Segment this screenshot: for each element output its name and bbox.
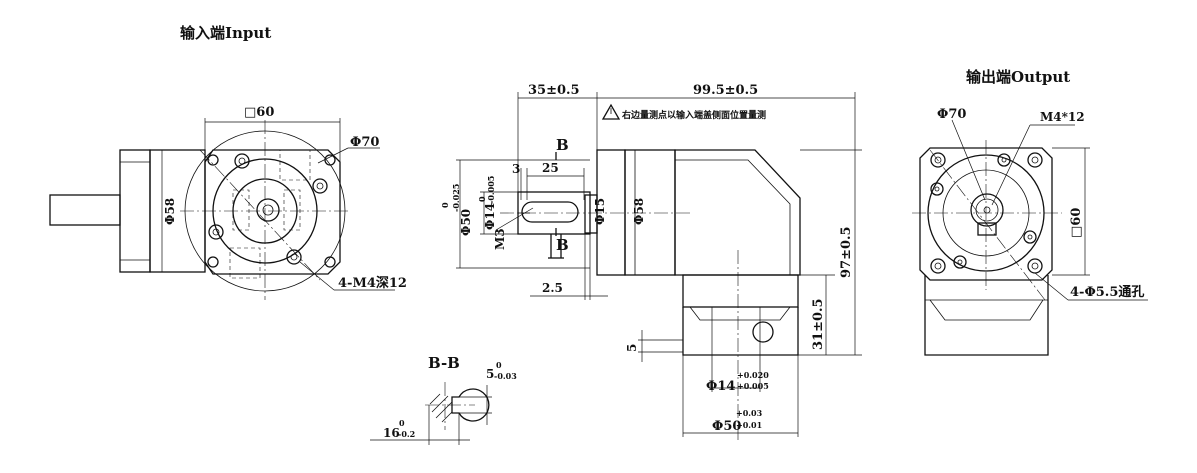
shaft-phi14-dim: Φ14 [483,203,497,230]
sec-16-tol1: 0 [399,418,405,428]
depth-5-dim: 5 [625,344,639,352]
shaft-phi50-tol: 0 [440,202,450,208]
thread-m3-dim: M3 [493,228,507,250]
sec-16-dim: 16 [383,426,400,440]
key-25-dim: 25 [542,161,559,175]
section-bb-view [370,382,492,445]
input-holes-dim: 4-M4深12 [338,275,407,291]
output-view-title: 输出端Output [966,68,1070,86]
len-35-dim: 35±0.5 [528,83,580,98]
bore-phi50-tol1: +0.03 [736,408,763,418]
section-b-bottom: B [556,236,569,254]
bore-phi50-dim: Φ50 [712,419,741,434]
out-m4-dim: M4*12 [1040,110,1085,124]
side-view [456,92,862,440]
out-phi70-dim: Φ70 [937,107,966,122]
measure-note: 右边量测点以输入端盖侧面位置量测 [621,109,766,121]
shaft-phi14-tol2: -0.005 [486,176,496,204]
sec-key-tol1: 0 [496,360,502,370]
sec-16-tol2: -0.2 [398,429,415,439]
output-view [912,119,1148,356]
shaft-phi14-tol: 0 [477,196,487,202]
bore-phi14-tol1: +0.020 [737,370,769,380]
out-square-dim: □60 [1069,208,1084,238]
h-97-dim: 97±0.5 [839,226,854,278]
h-31-dim: 31±0.5 [811,298,826,350]
phi15-dim: Φ15 [593,198,607,225]
sec-key-dim: 5 [486,367,494,381]
side-phi58-dim: Φ58 [632,198,646,225]
bore-phi14-tol2: +0.005 [737,381,769,391]
section-view-title: B-B [428,354,460,372]
shaft-phi50-dim: Φ50 [459,209,473,236]
bore-phi14-dim: Φ14 [706,379,735,394]
len-99-dim: 99.5±0.5 [693,83,758,98]
out-holes-dim: 4-Φ5.5通孔 [1070,284,1144,300]
input-square-dim: □60 [244,105,274,120]
input-phi58-dim: Φ58 [163,198,177,225]
key-3-dim: 3 [512,162,520,176]
len-2-5-dim: 2.5 [542,281,563,295]
sec-key-tol2: -0.03 [494,371,517,381]
input-view [49,118,395,300]
bore-phi50-tol2: +0.01 [736,420,762,430]
input-view-title: 输入端Input [180,24,271,42]
input-phi70-dim: Φ70 [350,135,379,150]
section-b-top: B [556,136,569,154]
shaft-phi50-tol2: -0.025 [451,184,461,212]
